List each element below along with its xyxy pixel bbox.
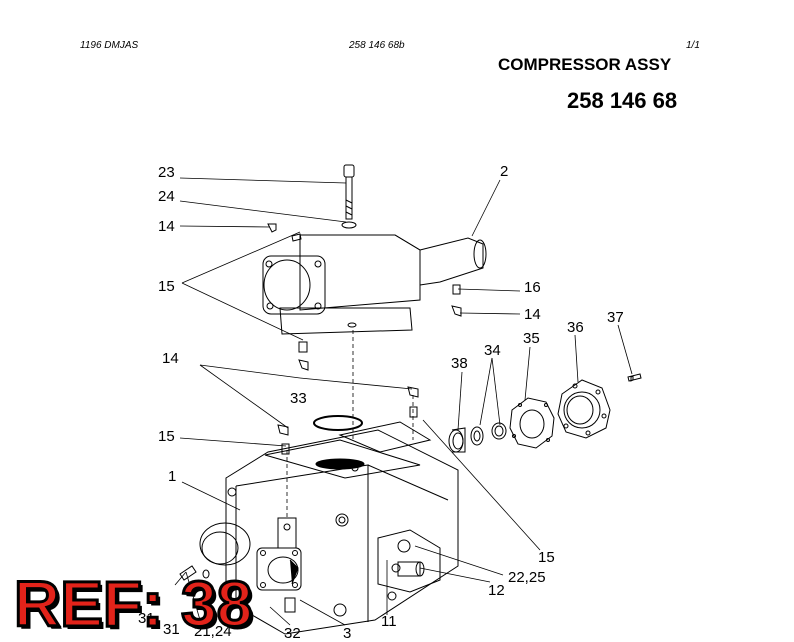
compressor-body-1 [199, 421, 459, 635]
callout-37: 37 [607, 309, 624, 326]
header-left-code: 1196 DMJAS [80, 40, 139, 51]
callout-31-a: 31 [138, 610, 155, 627]
callout-15-upper: 15 [158, 278, 175, 295]
callout-23: 23 [158, 164, 175, 181]
callout-24: 24 [158, 188, 175, 205]
header-page-number: 1/1 [686, 40, 700, 51]
shaft-seal-parts [448, 373, 642, 453]
callout-15-right: 15 [538, 549, 555, 566]
callout-21-24: 21,24 [194, 623, 232, 640]
callout-34: 34 [484, 342, 501, 359]
cylinder-head-2 [262, 234, 487, 335]
callout-12: 12 [488, 582, 505, 599]
callout-14-top: 14 [158, 218, 175, 235]
fittings-upper [267, 223, 462, 455]
assembly-title: COMPRESSOR ASSY [498, 55, 672, 74]
reference-stamp: REF: 38 [12, 568, 253, 640]
fittings-lower [179, 565, 210, 581]
header-document-id: 258 146 68b [349, 40, 405, 51]
washer-24 [341, 221, 357, 229]
o-ring-33 [313, 415, 363, 431]
callout-31-b: 31 [163, 621, 180, 638]
callout-35: 35 [523, 330, 540, 347]
callout-1: 1 [168, 468, 177, 485]
leader-lines [174, 177, 633, 626]
callout-38: 38 [451, 355, 468, 372]
callout-14-mid: 14 [162, 350, 179, 367]
callout-14-right: 14 [524, 306, 541, 323]
callout-11: 11 [381, 613, 397, 630]
callout-3: 3 [343, 625, 352, 642]
callout-15-lower: 15 [158, 428, 175, 445]
assembly-part-number: 258 146 68 [567, 88, 678, 113]
callout-16: 16 [524, 279, 541, 296]
callout-2: 2 [500, 163, 509, 180]
callout-36: 36 [567, 319, 584, 336]
bolt-23 [343, 164, 355, 220]
callout-32: 32 [284, 625, 301, 642]
callout-22-25: 22,25 [508, 569, 546, 586]
callout-33: 33 [290, 390, 307, 407]
